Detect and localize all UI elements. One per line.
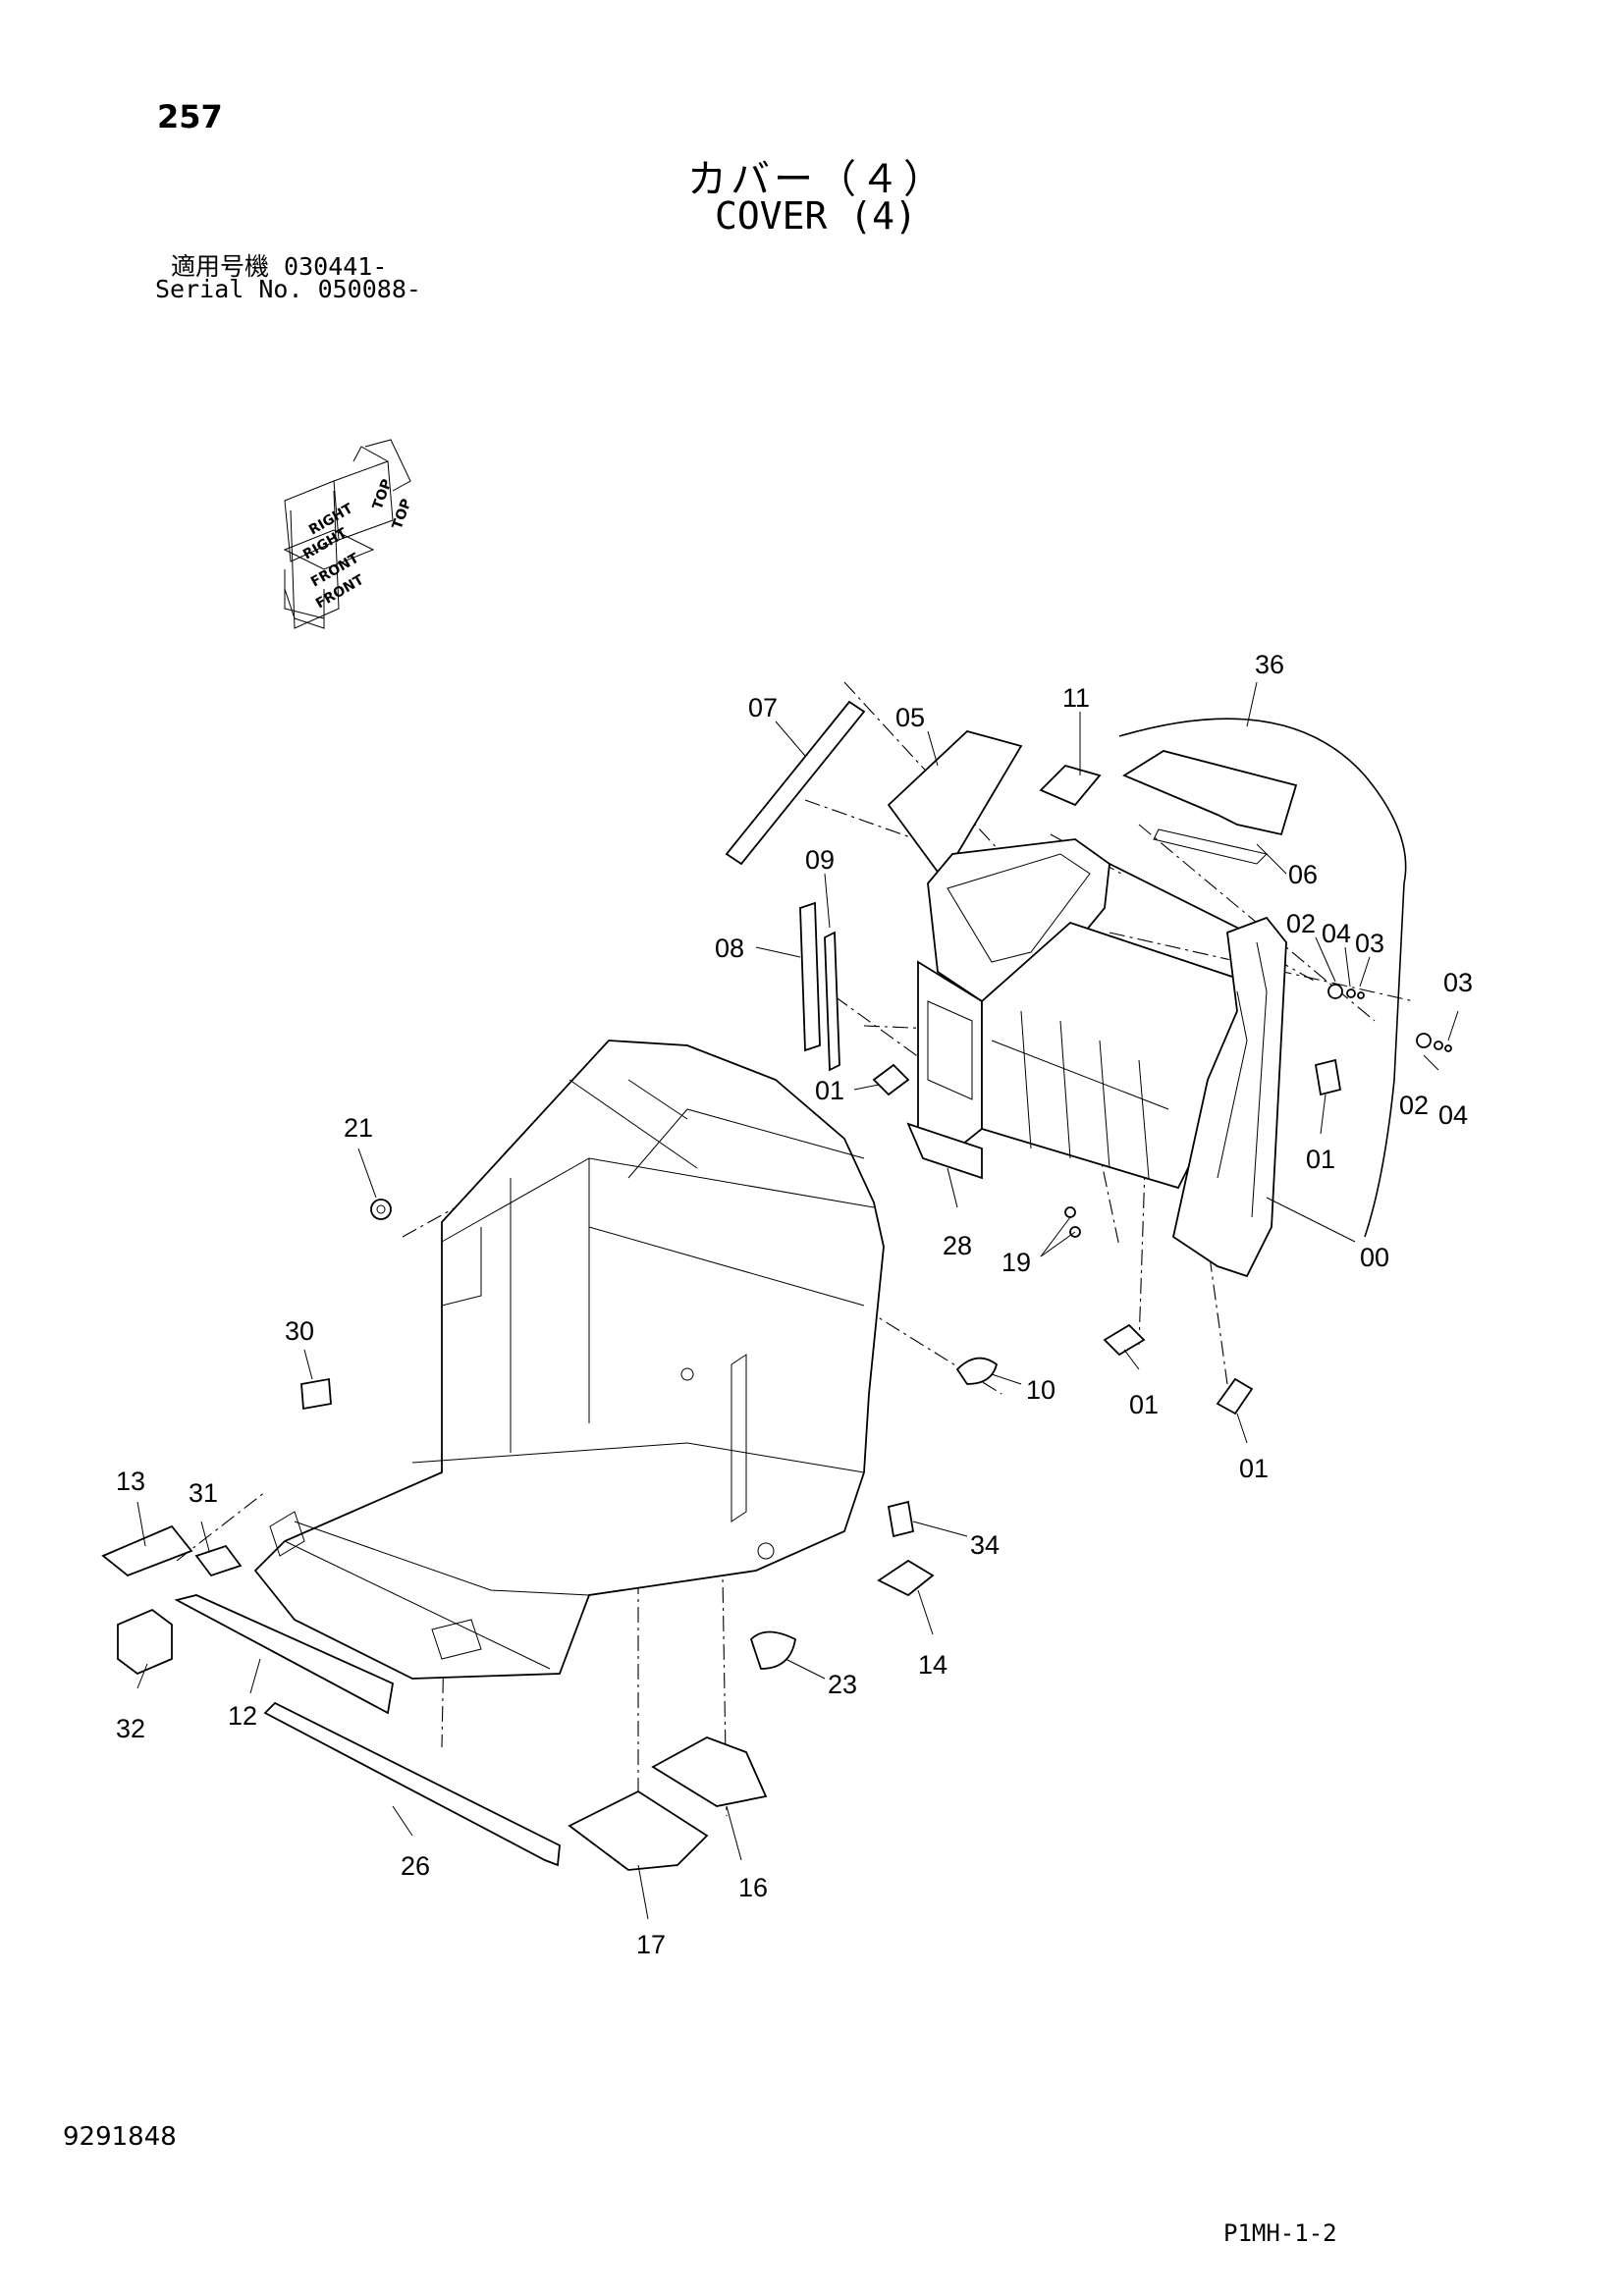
callout-14: 14 [918, 1650, 947, 1680]
callout-30: 30 [285, 1316, 314, 1346]
page-code: P1MH-1-2 [1223, 2219, 1337, 2247]
callout-00: 00 [1360, 1243, 1389, 1272]
callout-07: 07 [748, 693, 778, 722]
serial-range-japanese: 適用号機 030441- [171, 252, 388, 281]
callout-01: 01 [1306, 1145, 1335, 1174]
part-06-cover [1122, 750, 1298, 836]
part-03-bolt [1444, 1044, 1452, 1052]
part-32-block [117, 1608, 173, 1676]
part-30-pad [300, 1377, 332, 1411]
part-28-handle [906, 1122, 983, 1180]
part-04-nut [1434, 1041, 1443, 1050]
part-07-strip [725, 700, 866, 866]
part-19-bolt [1064, 1206, 1076, 1218]
part-09-bar [824, 931, 840, 1072]
part-31-block [194, 1544, 243, 1577]
base-frame [253, 1040, 885, 1680]
leader-lines [136, 681, 1459, 1920]
callout-28: 28 [943, 1231, 972, 1260]
callout-10: 10 [1026, 1375, 1056, 1405]
callout-03: 03 [1443, 968, 1473, 997]
part-01-clip [872, 1063, 910, 1096]
callout-11: 11 [1062, 683, 1090, 713]
part-08-bar [799, 901, 821, 1052]
callout-01: 01 [1239, 1454, 1269, 1483]
document-number: 9291848 [63, 2122, 177, 2152]
callout-34: 34 [970, 1530, 1000, 1560]
part-16-mat [651, 1736, 768, 1807]
orientation-label: TOP [390, 497, 415, 531]
callout-32: 32 [116, 1714, 145, 1743]
callout-01: 01 [815, 1076, 844, 1105]
callout-01: 01 [1129, 1390, 1159, 1419]
callout-05: 05 [895, 703, 925, 732]
callout-19: 19 [1001, 1248, 1031, 1277]
callout-02: 02 [1399, 1091, 1429, 1120]
callout-08: 08 [715, 934, 744, 963]
part-04-nut [1346, 988, 1356, 998]
page-number: 257 [157, 98, 223, 135]
part-23-seal [749, 1630, 796, 1670]
callout-09: 09 [805, 845, 835, 875]
callout-23: 23 [828, 1670, 857, 1699]
part-03-bolt [1357, 991, 1365, 999]
callout-12: 12 [228, 1701, 257, 1731]
callout-36: 36 [1255, 650, 1284, 679]
part-00-cab-cover [917, 838, 1287, 1278]
part-13-insulation [101, 1524, 193, 1577]
part-14-insulation [877, 1559, 935, 1597]
part-01-clip [1314, 1058, 1342, 1096]
part-02-washer [1416, 1033, 1432, 1048]
callout-02: 02 [1286, 909, 1316, 938]
part-05-mat [887, 729, 1023, 881]
page-title-japanese: カバー（４） [687, 157, 947, 202]
callout-16: 16 [738, 1873, 768, 1902]
callout-04: 04 [1438, 1100, 1468, 1130]
callout-13: 13 [116, 1467, 145, 1496]
callout-labels: 36 07 05 11 06 09 08 02 04 03 03 01 02 0… [116, 650, 1473, 1959]
part-01-clip [1103, 1323, 1146, 1357]
part-12-seal [174, 1594, 395, 1715]
callout-04: 04 [1322, 919, 1351, 948]
part-36-trim-strip [1118, 718, 1407, 1238]
callout-03: 03 [1355, 929, 1384, 958]
part-10-grommet [955, 1357, 999, 1385]
callout-06: 06 [1288, 860, 1318, 889]
part-26-rail [263, 1701, 561, 1867]
part-02-washer [1327, 984, 1343, 999]
part-17-mat [568, 1789, 709, 1871]
callout-21: 21 [344, 1113, 373, 1143]
callout-17: 17 [636, 1930, 666, 1959]
part-11-label [1039, 764, 1102, 807]
serial-range: Serial No. 050088- [155, 275, 421, 303]
part-34-bracket [887, 1500, 915, 1538]
callout-31: 31 [189, 1478, 218, 1508]
orientation-compass-icon: TOP TOP RIGHT RIGHT FRONT FRONT [283, 439, 415, 629]
callout-26: 26 [401, 1851, 430, 1881]
part-21-grommet [370, 1199, 392, 1220]
page-title: COVER (4) [715, 194, 917, 238]
part-01-clip [1216, 1377, 1254, 1415]
